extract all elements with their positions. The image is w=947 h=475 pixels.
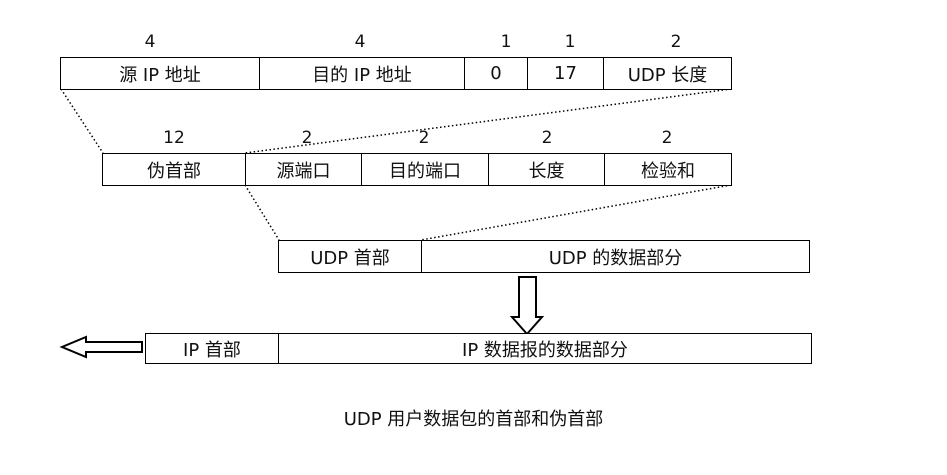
udp-field-length: 长度 (489, 154, 605, 185)
udp-datagram-row: UDP 首部 UDP 的数据部分 (278, 240, 810, 273)
hollow-left-arrow-icon (59, 335, 143, 359)
pseudo-header-row: 源 IP 地址 目的 IP 地址 0 17 UDP 长度 (60, 57, 732, 90)
pseudo-field-dest-ip: 目的 IP 地址 (260, 58, 465, 89)
udp-field-checksum: 检验和 (641, 160, 695, 182)
udp-header-row: 伪首部 源端口 目的端口 长度 检验和 (102, 153, 732, 186)
udp-field-source-port: 源端口 (246, 154, 362, 185)
ip-datagram-header: IP 首部 (146, 334, 279, 363)
hollow-down-arrow-icon (509, 276, 545, 336)
pseudo-field-udp-length: UDP 长度 (627, 64, 708, 86)
udp-datagram-header: UDP 首部 (279, 241, 422, 272)
field-size-label: 2 (670, 32, 682, 52)
pseudo-field-zero: 0 (465, 58, 528, 89)
ip-datagram-data: IP 数据报的数据部分 (462, 339, 628, 361)
udp-field-pseudo-header: 伪首部 (103, 154, 246, 185)
field-size-label: 2 (541, 128, 553, 148)
udp-header-left-connector (244, 184, 280, 241)
ip-datagram-row: IP 首部 IP 数据报的数据部分 (145, 333, 812, 364)
pseudo-field-protocol: 17 (528, 58, 604, 89)
field-size-label: 2 (418, 128, 430, 148)
pseudo-left-connector (60, 88, 104, 154)
figure-caption: UDP 用户数据包的首部和伪首部 (343, 409, 604, 430)
field-size-label: 2 (301, 128, 313, 148)
field-size-label: 4 (144, 32, 156, 52)
field-size-label: 4 (354, 32, 366, 52)
field-size-label: 1 (500, 32, 512, 52)
field-size-label: 2 (661, 128, 673, 148)
field-size-label: 12 (163, 128, 185, 148)
udp-header-right-connector (420, 184, 732, 241)
field-size-label: 1 (564, 32, 576, 52)
pseudo-field-source-ip: 源 IP 地址 (61, 58, 260, 89)
udp-datagram-data: UDP 的数据部分 (548, 247, 683, 269)
udp-field-dest-port: 目的端口 (362, 154, 489, 185)
